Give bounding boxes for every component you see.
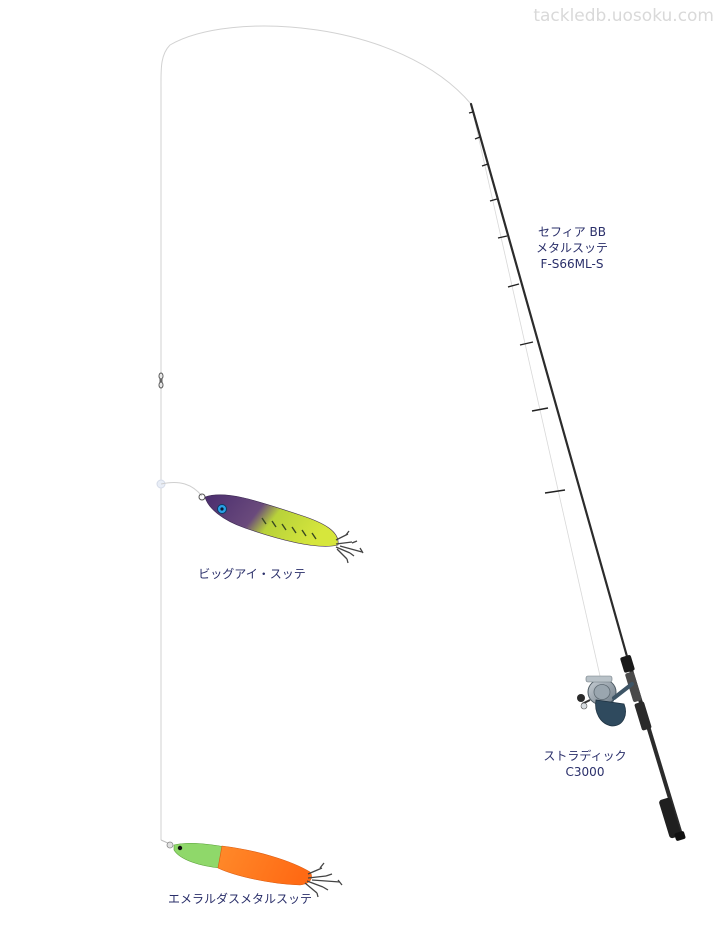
lower-lure-icon — [160, 839, 343, 898]
reel-icon — [577, 675, 634, 727]
upper-lure-label: ビッグアイ・スッテ — [198, 567, 306, 581]
line-along-rod — [470, 103, 601, 677]
branch-line — [160, 482, 203, 497]
jig-hook-icon — [304, 862, 343, 898]
reel-label: ストラディック C3000 — [530, 748, 640, 780]
rod-label: セフィア BB メタルスッテ F-S66ML-S — [520, 224, 624, 272]
reel-label-line2: C3000 — [565, 765, 605, 779]
rod-icon — [468, 102, 686, 841]
swivel-icon — [158, 372, 164, 389]
watermark-text: tackledb.uosoku.com — [533, 6, 714, 26]
jig-hook-icon — [335, 530, 364, 564]
rod-label-line3: F-S66ML-S — [540, 257, 604, 271]
rod-label-line1: セフィア BB — [537, 225, 607, 239]
upper-lure-icon — [198, 493, 364, 564]
lower-lure-label: エメラルダスメタルスッテ — [167, 892, 312, 906]
reel-label-line1: ストラディック — [543, 749, 627, 763]
main-line — [160, 25, 472, 840]
rod-label-line2: メタルスッテ — [535, 241, 608, 255]
